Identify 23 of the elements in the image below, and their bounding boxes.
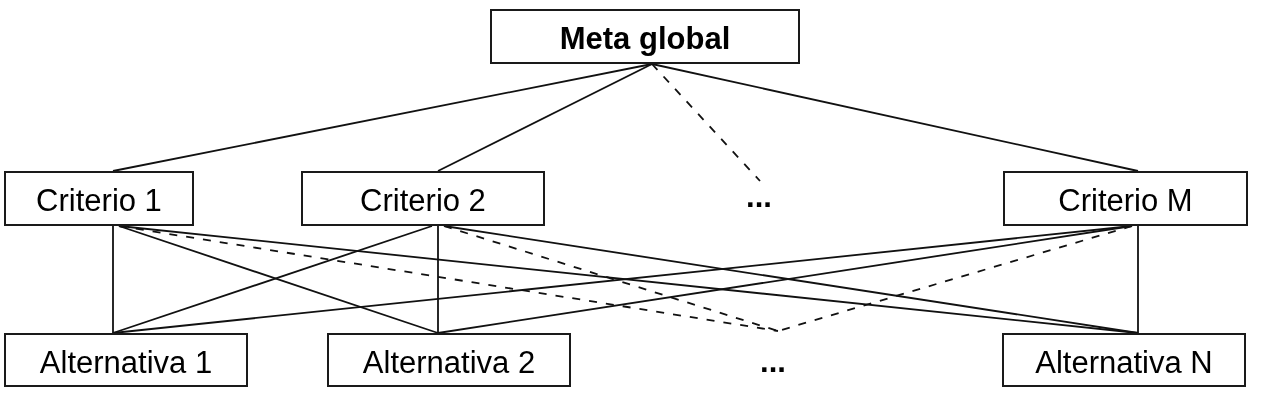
ellipsis: ...: [744, 181, 774, 212]
alternative-box: [1002, 333, 1246, 387]
connector-line: [651, 63, 1139, 172]
alternative-box: [4, 333, 248, 387]
dashed-connector-line: [651, 63, 761, 182]
connector-line: [112, 225, 114, 334]
connector-line: [437, 63, 653, 172]
goal-box: [490, 9, 800, 64]
criterion-box: [1003, 171, 1248, 226]
criterion-label: Criterio 2: [360, 182, 486, 219]
alternative-label: Alternativa N: [1035, 344, 1213, 381]
criterion-box: [4, 171, 194, 226]
alternative-label: Alternativa 2: [362, 344, 536, 381]
alternative-box: [327, 333, 571, 387]
goal-label: Meta global: [559, 21, 731, 57]
dashed-connector-line: [443, 225, 779, 332]
alternative-label: Alternativa 1: [39, 344, 213, 381]
connector-line: [437, 225, 439, 334]
connector-line: [1137, 225, 1139, 334]
ellipsis: ...: [760, 344, 786, 380]
criterion-label: Criterio M: [1058, 182, 1193, 219]
criterion-label: Criterio 1: [36, 182, 162, 219]
criterion-box: [301, 171, 545, 226]
